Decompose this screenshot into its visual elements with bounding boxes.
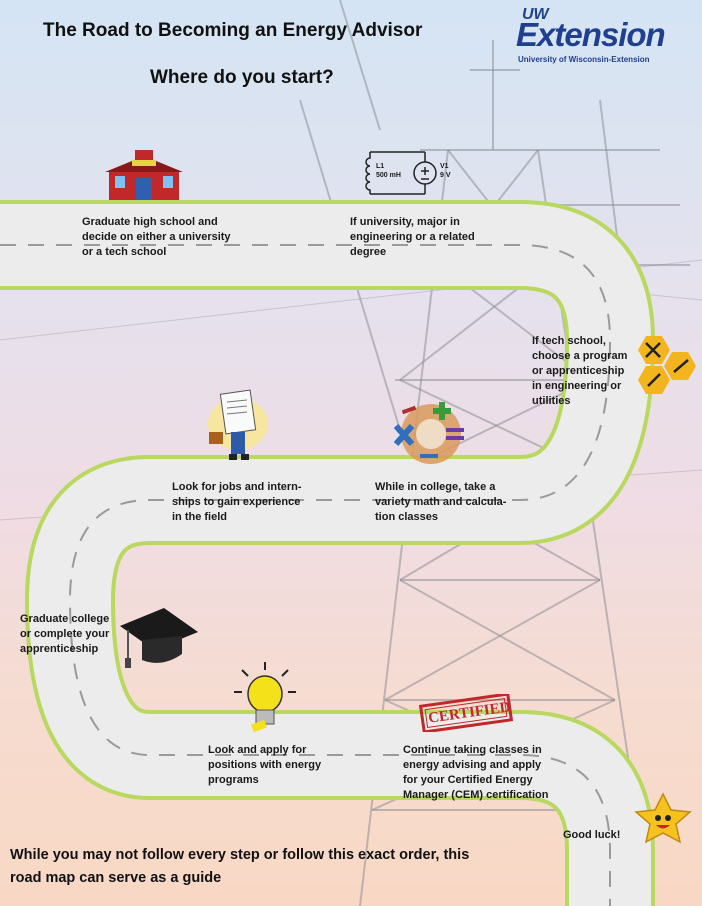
light-bulb-icon — [234, 662, 296, 733]
step-apply-positions: Look and apply for positions with energy… — [208, 744, 322, 786]
step-jobs-internships: Look for jobs and intern- ships to gain … — [172, 481, 302, 523]
step-cem-certification: Continue taking classes in energy advisi… — [403, 744, 549, 801]
step-tech-school: If tech school, choose a program or appr… — [532, 335, 628, 407]
schoolhouse-icon — [105, 150, 183, 200]
footer-note: While you may not follow every step or f… — [10, 847, 470, 886]
job-seeker-icon — [208, 389, 268, 460]
circuit-inductor-value: 500 mH — [376, 172, 401, 179]
logo-subtitle-text: University of Wisconsin-Extension — [518, 55, 650, 64]
step-graduate-high-school: Graduate high school and decide on eithe… — [82, 216, 231, 258]
step-math-classes: While in college, take a variety math an… — [375, 481, 507, 523]
logo-uw-text: UW — [522, 6, 549, 23]
step-university-major: If university, major in engineering or a… — [350, 216, 475, 258]
tools-icon — [638, 336, 696, 394]
logo-extension-text: Extension — [516, 16, 666, 53]
page-subtitle: Where do you start? — [150, 67, 334, 88]
star-icon — [634, 792, 692, 844]
uw-extension-logo: UW Extension University of Wisconsin-Ext… — [514, 6, 690, 70]
circuit-source-label: V1 — [440, 163, 449, 170]
circuit-source-value: 9 V — [440, 172, 451, 179]
page-title: The Road to Becoming an Energy Advisor — [43, 20, 423, 41]
circuit-icon — [365, 151, 437, 195]
graduation-cap-icon — [120, 608, 198, 668]
certified-stamp-icon — [418, 694, 514, 732]
circuit-inductor-label: L1 — [376, 163, 385, 170]
step-good-luck: Good luck! — [563, 829, 621, 841]
step-graduate-college: Graduate college or complete your appren… — [20, 613, 110, 655]
math-symbols-icon — [393, 402, 464, 464]
